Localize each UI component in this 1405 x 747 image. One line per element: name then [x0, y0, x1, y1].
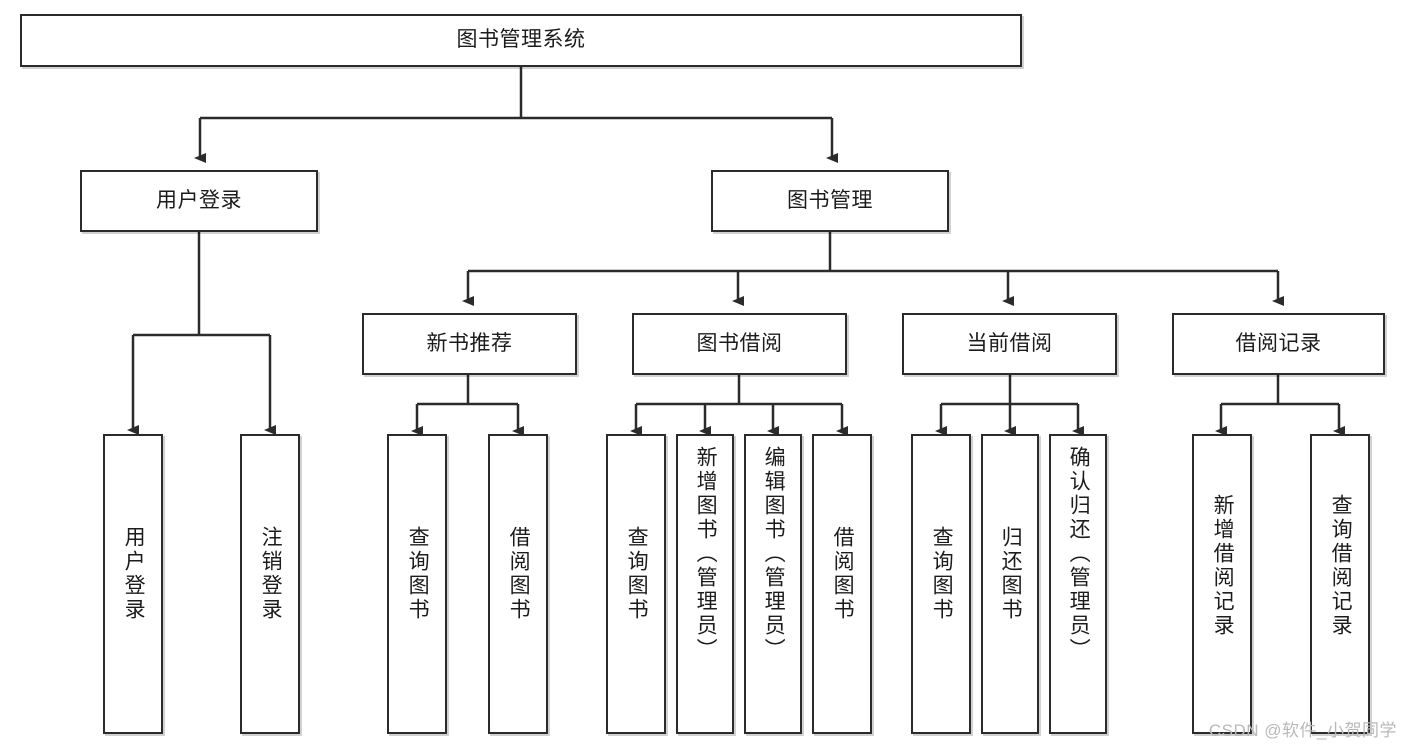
node-borrow-record[interactable]: 借阅记录 — [1172, 313, 1385, 375]
node-label: 新增借阅记录 — [1211, 494, 1235, 638]
node-label: 新增图书（管理员） — [694, 446, 718, 662]
node-book-manage[interactable]: 图书管理 — [711, 170, 949, 232]
node-user-login[interactable]: 用户登录 — [80, 170, 318, 232]
node-label: 新书推荐 — [426, 331, 513, 355]
leaf-book-borrow-add-book[interactable]: 新增图书（管理员） — [676, 434, 734, 734]
leaf-book-borrow-borrow-book[interactable]: 借阅图书 — [812, 434, 872, 734]
node-label: 用户登录 — [122, 526, 146, 622]
node-root-system[interactable]: 图书管理系统 — [20, 14, 1022, 67]
node-label: 注销登录 — [259, 526, 283, 622]
node-label: 借阅记录 — [1235, 331, 1322, 355]
node-label: 当前借阅 — [966, 331, 1053, 355]
node-label: 用户登录 — [156, 188, 242, 212]
node-new-book-recommend[interactable]: 新书推荐 — [362, 313, 577, 375]
node-label: 查询图书 — [625, 526, 649, 622]
leaf-borrow-record-query-record[interactable]: 查询借阅记录 — [1310, 434, 1370, 734]
leaf-current-borrow-confirm-return[interactable]: 确认归还（管理员） — [1049, 434, 1107, 734]
leaf-current-borrow-query-book[interactable]: 查询图书 — [911, 434, 971, 734]
node-label: 归还图书 — [999, 526, 1023, 622]
node-current-borrow[interactable]: 当前借阅 — [902, 313, 1117, 375]
node-label: 图书管理 — [787, 188, 873, 212]
node-label: 借阅图书 — [507, 526, 531, 622]
node-label: 图书管理系统 — [456, 28, 586, 52]
leaf-book-borrow-query-book[interactable]: 查询图书 — [606, 434, 666, 734]
leaf-user-login-login[interactable]: 用户登录 — [103, 434, 163, 734]
leaf-current-borrow-return-book[interactable]: 归还图书 — [981, 434, 1039, 734]
node-label: 确认归还（管理员） — [1067, 446, 1091, 662]
watermark-text: CSDN @软件_小贺同学 — [1208, 721, 1397, 740]
node-label: 编辑图书（管理员） — [762, 446, 786, 662]
leaf-user-login-logout[interactable]: 注销登录 — [240, 434, 300, 734]
node-book-borrow[interactable]: 图书借阅 — [632, 313, 847, 375]
leaf-new-book-borrow-book[interactable]: 借阅图书 — [488, 434, 548, 734]
node-label: 查询图书 — [406, 526, 430, 622]
node-label: 查询借阅记录 — [1329, 494, 1353, 638]
node-label: 图书借阅 — [696, 331, 783, 355]
leaf-new-book-query-book[interactable]: 查询图书 — [387, 434, 447, 734]
node-label: 查询图书 — [930, 526, 954, 622]
leaf-borrow-record-add-record[interactable]: 新增借阅记录 — [1192, 434, 1252, 734]
node-label: 借阅图书 — [831, 526, 855, 622]
leaf-book-borrow-edit-book[interactable]: 编辑图书（管理员） — [744, 434, 802, 734]
